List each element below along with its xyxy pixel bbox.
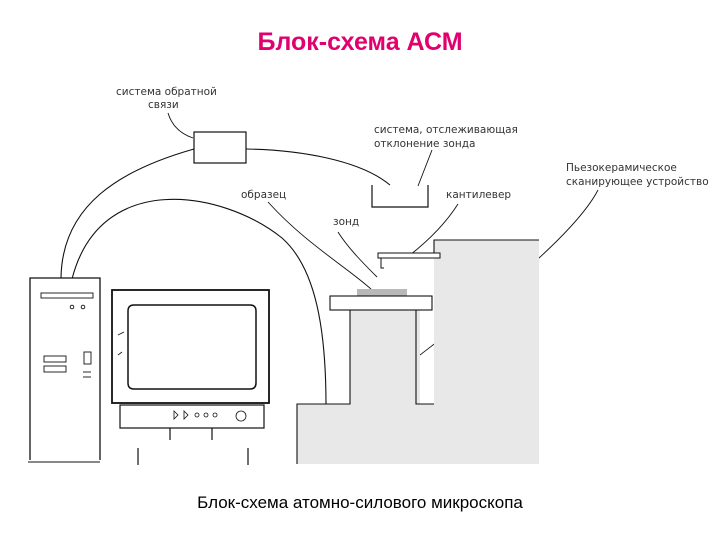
sample-block — [357, 289, 407, 297]
cable-pc-to-scanner — [71, 198, 327, 406]
scanner-stage — [329, 295, 433, 311]
piezo-scanner-label-line1: Пьезокерамическое — [566, 162, 677, 174]
tower-details — [40, 292, 94, 378]
tracking-system-label-line1: система, отслеживающая — [374, 124, 518, 136]
computer-tower — [29, 277, 101, 460]
probe-label: зонд — [333, 216, 359, 228]
slide-title: Блок-схема АСМ — [257, 28, 463, 56]
tower-drive-small — [43, 355, 67, 363]
monitor-screen — [127, 304, 257, 390]
tracking-pointer — [417, 149, 433, 187]
diagram-caption: Блок-схема атомно-силового микроскопа — [197, 493, 523, 512]
feedback-controller-box — [193, 131, 247, 164]
feedback-system-label-line1: система обратной — [116, 86, 217, 98]
tower-switch — [83, 351, 92, 365]
tracking-system-label-line2: отклонение зонда — [374, 138, 475, 150]
piezo-scanner-label-line2: сканирующее устройство — [566, 176, 709, 188]
tower-button-2 — [80, 304, 86, 310]
feedback-cables — [60, 148, 391, 406]
sample-label: образец — [241, 189, 286, 201]
cantilever-label: кантилевер — [446, 189, 511, 201]
stand-outline — [296, 239, 539, 464]
screen-reflection — [117, 331, 125, 356]
probe-tip — [380, 258, 384, 269]
keyboard-console — [119, 404, 265, 429]
console-legs — [137, 428, 249, 465]
feedback-system-label-line2: связи — [148, 99, 179, 111]
console-buttons — [173, 410, 247, 422]
feedback-pointer — [167, 112, 194, 139]
probe-pointer — [337, 231, 378, 278]
cantilever-pointer — [409, 203, 459, 256]
scanner-housing — [350, 310, 420, 404]
cantilever-holder — [377, 252, 441, 259]
vertical-column — [434, 240, 539, 464]
tower-drive-small-2 — [43, 365, 67, 373]
deflection-tracking-unit — [371, 185, 429, 208]
cable-controller-to-tracker — [245, 148, 391, 186]
sample-pointer — [267, 201, 372, 290]
console-knob — [235, 410, 247, 422]
cable-controller-to-pc — [60, 148, 195, 279]
floppy-drive-slot — [40, 292, 94, 299]
tower-button-1 — [69, 304, 75, 310]
